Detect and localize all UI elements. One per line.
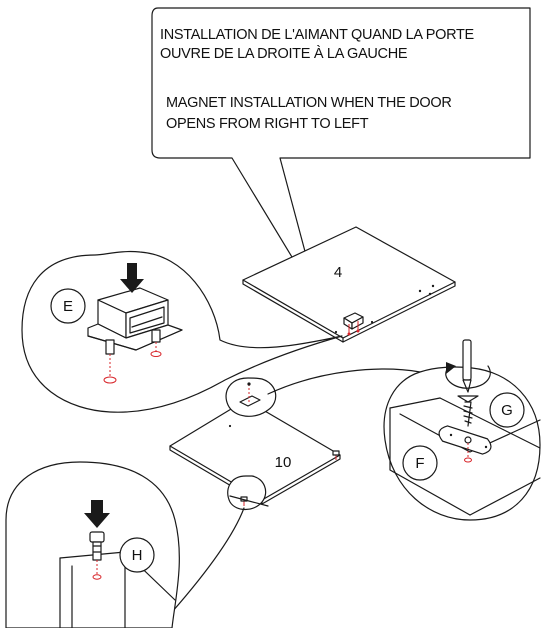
- callout-fr-line1: INSTALLATION DE L'AIMANT QUAND LA PORTE: [160, 27, 474, 43]
- callout-en-line2: OPENS FROM RIGHT TO LEFT: [166, 116, 369, 132]
- detail-bubble-magnet: [21, 250, 343, 413]
- hole-detail: [239, 382, 261, 407]
- label-circle-e: [50, 288, 86, 324]
- panel-4: [242, 226, 456, 343]
- magnet-detail: [87, 263, 183, 384]
- label-g: G: [501, 402, 513, 419]
- panel-number-4: 4: [334, 264, 342, 281]
- callout-bubble: [151, 7, 531, 301]
- label-circle-h: [119, 537, 155, 573]
- label-e: E: [63, 298, 73, 315]
- label-h: H: [132, 547, 143, 564]
- detail-bubble-pin-spot: [227, 475, 267, 511]
- label-f: F: [415, 455, 424, 472]
- panel-number-10: 10: [275, 454, 292, 471]
- label-circle-f: [402, 445, 438, 481]
- pin-spot-detail: [229, 495, 269, 507]
- plate-detail: [389, 339, 541, 516]
- callout-fr-line2: OUVRE DE LA DROITE À LA GAUCHE: [160, 46, 408, 62]
- callout-en-line1: MAGNET INSTALLATION WHEN THE DOOR: [166, 95, 452, 111]
- label-circle-g: [489, 392, 525, 428]
